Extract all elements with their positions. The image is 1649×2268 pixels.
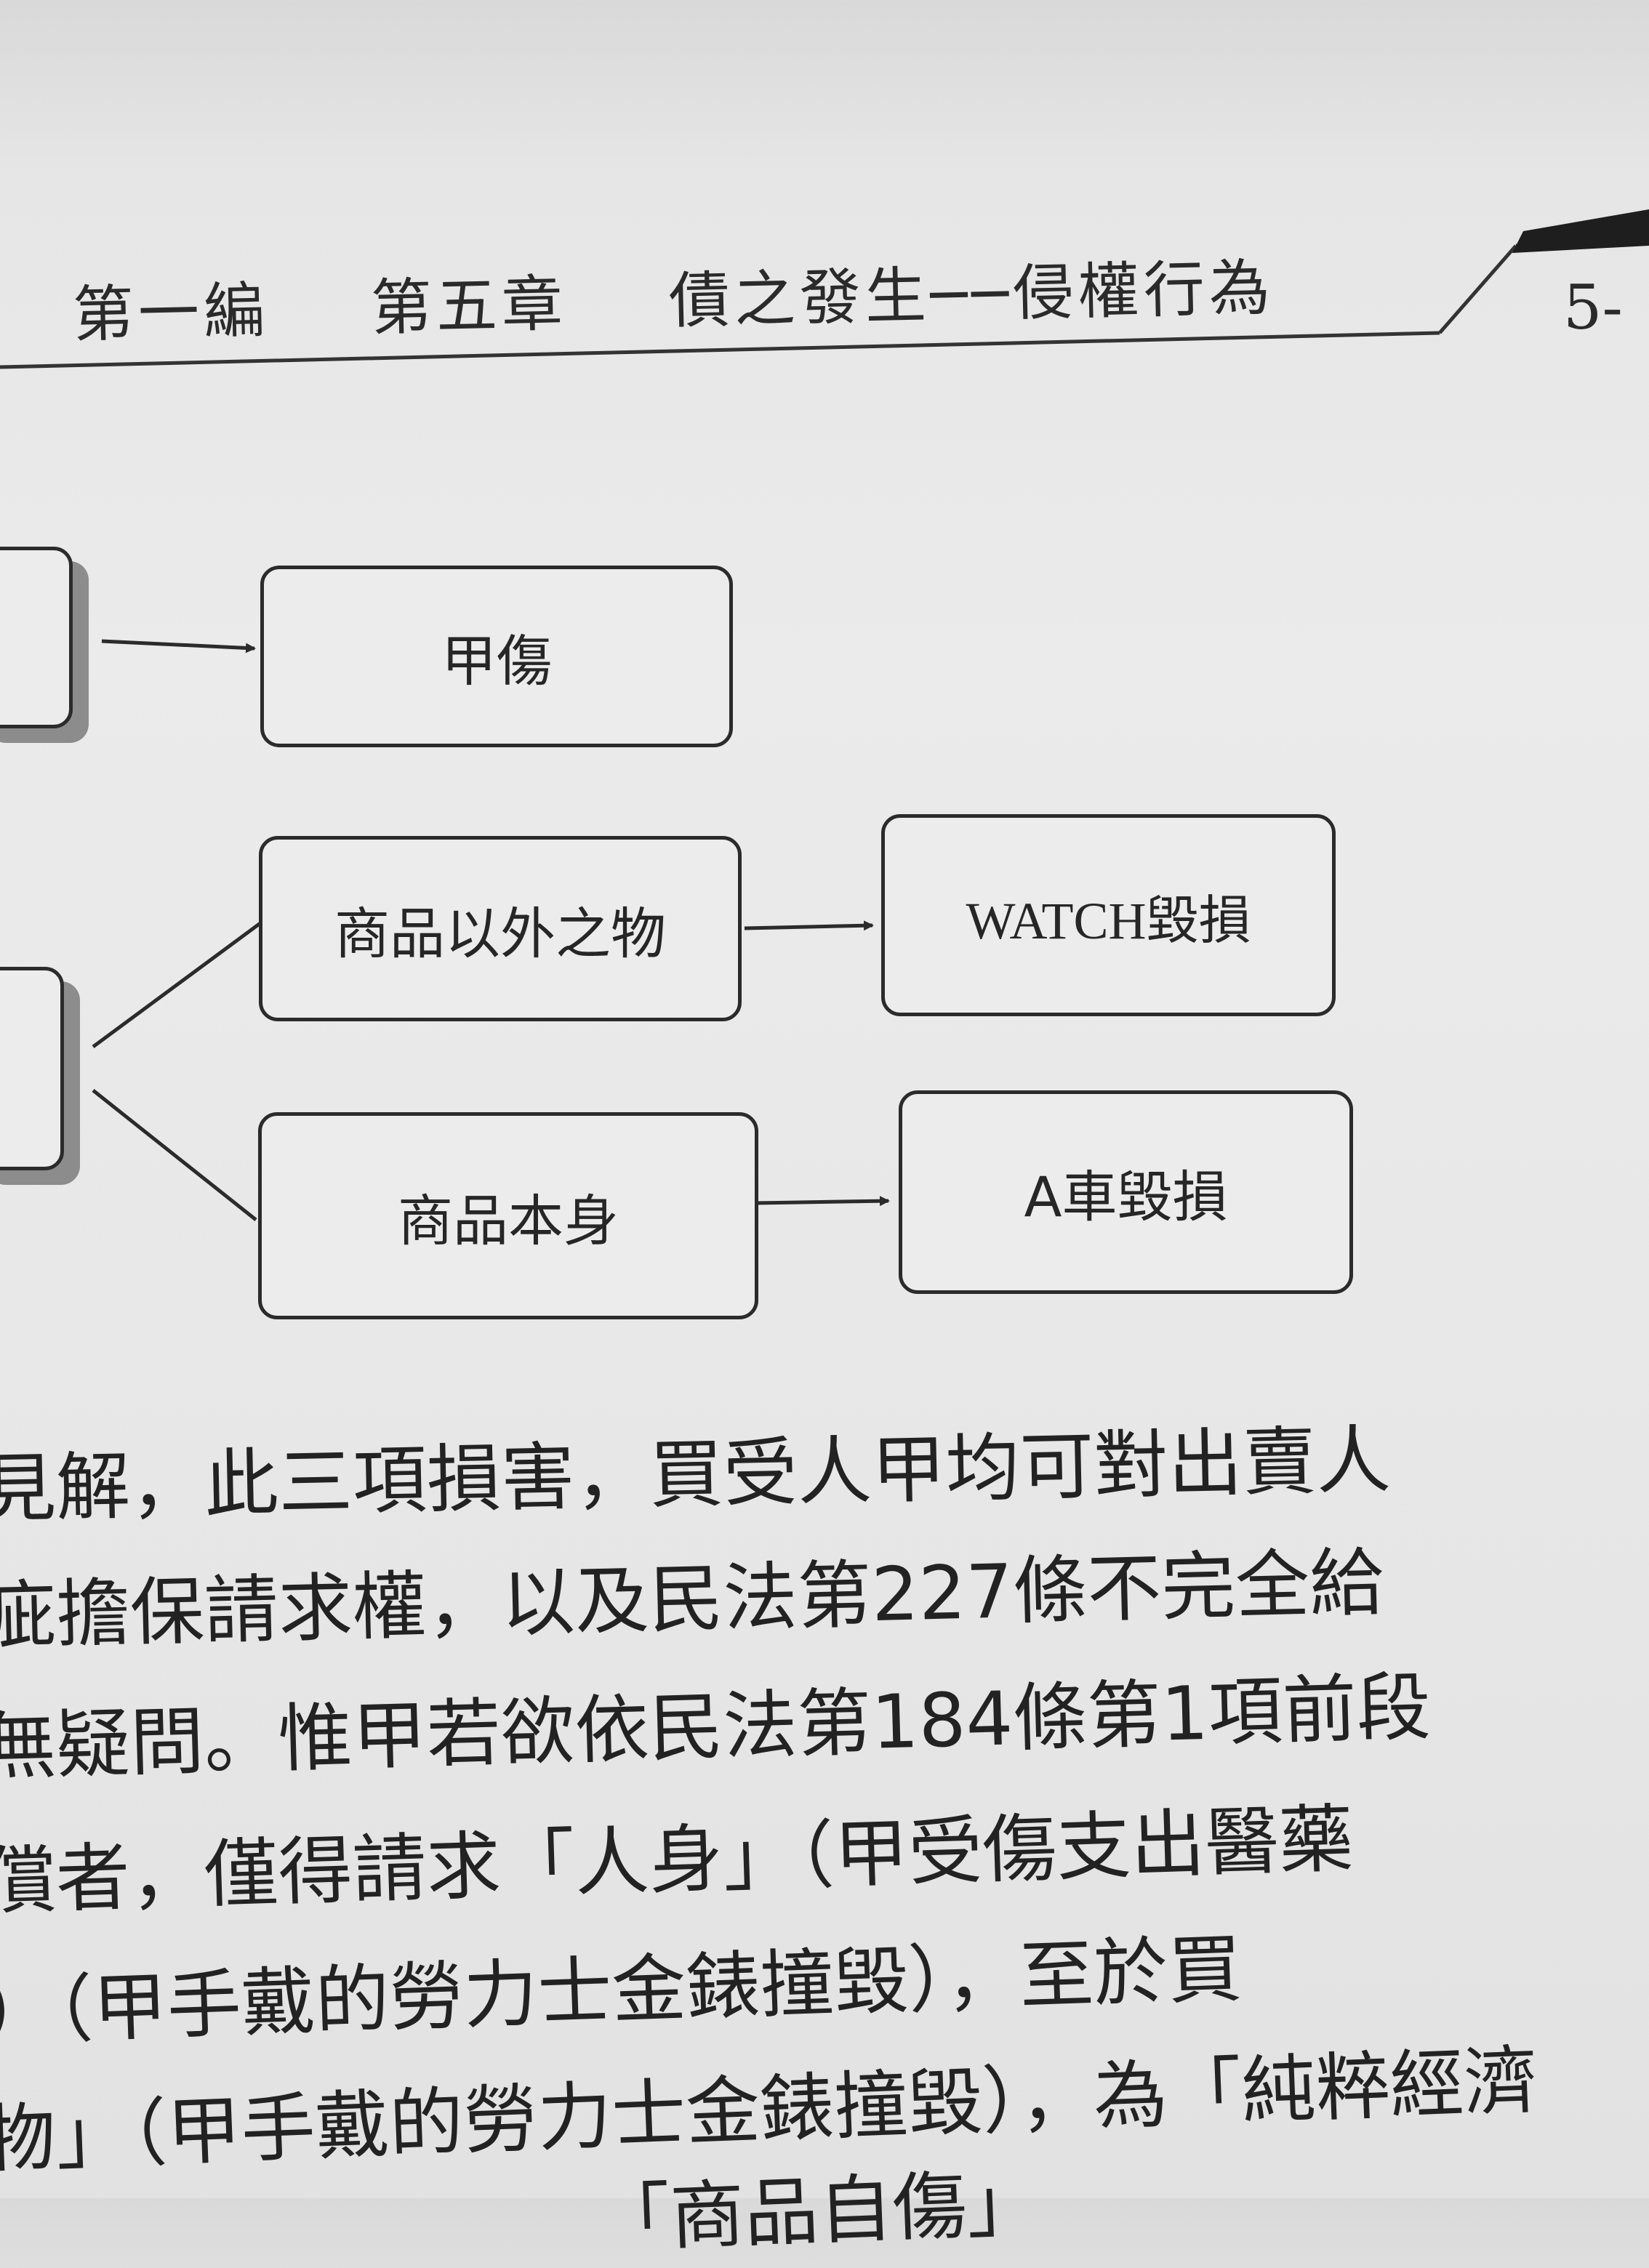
body-line-7: 「商品自傷」 [594,2160,1043,2264]
header-rule [0,209,1649,369]
body-line-5: ）（甲手戴的勞力士金錶撞毀），至於買 [0,1926,1244,2056]
box-injury-label: 甲傷 [441,629,552,693]
box-other-goods-label: 商品以外之物 [334,901,666,966]
body-line-1: 見解，此三項損害，買受人甲均可對出賣人 [0,1417,1392,1533]
source-box-upper [0,547,73,728]
body-line-6: 物」（甲手戴的勞力士金錶撞毀），為「純粹經濟 [0,2037,1540,2184]
branch-line-lower [92,1089,257,1221]
body-line-3: 無疑問。惟甲若欲依民法第184條第1項前段 [0,1664,1432,1791]
diagram-connectors [92,639,890,1221]
source-box-lower [0,967,64,1170]
box-car-damage: A車毀損 [899,1090,1353,1294]
box-other-goods: 商品以外之物 [259,836,742,1021]
body-line-2: 疵擔保請求權，以及民法第227條不完全給 [0,1539,1385,1660]
box-product-itself-label: 商品本身 [398,1188,619,1253]
body-line-4: 償者，僅得請求「人身」（甲受傷支出醫藥 [0,1796,1355,1926]
branch-line-upper [92,921,262,1049]
page-number: 5- [1563,272,1623,343]
box-car-label: A車毀損 [1024,1165,1228,1229]
arrow-to-car [755,1196,890,1207]
box-product-itself: 商品本身 [258,1112,758,1319]
box-watch-label: WATCH毀損 [966,891,1251,950]
box-injury: 甲傷 [260,566,733,747]
arrow-to-injury [101,639,256,654]
arrow-to-watch [744,920,874,931]
box-watch-damage: WATCH毀損 [881,814,1336,1016]
